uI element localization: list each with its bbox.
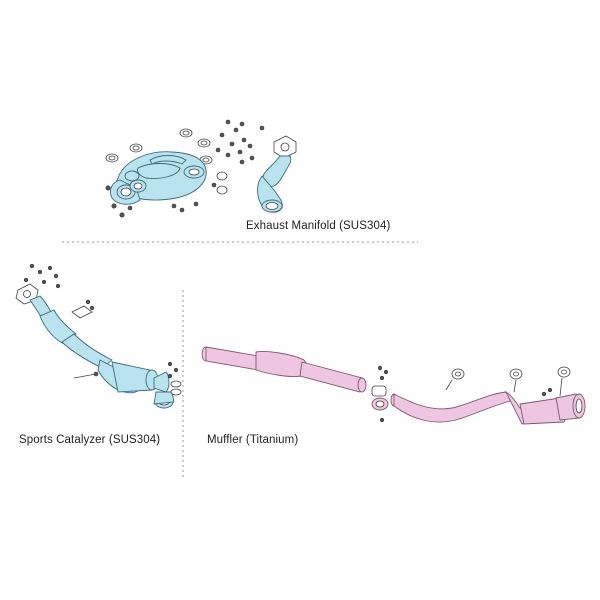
catalyzer-pipe-part xyxy=(15,283,175,409)
manifold-label: Exhaust Manifold (SUS304) xyxy=(246,220,391,232)
muffler-part xyxy=(390,390,586,425)
muffler-hangers xyxy=(445,366,571,397)
sports-catalyzer-group xyxy=(15,263,182,409)
mid-pipe-part xyxy=(201,346,367,393)
manifold-gaskets xyxy=(105,128,213,165)
catalyzer-label: Sports Catalyzer (SUS304) xyxy=(19,434,161,446)
front-pipe-part xyxy=(257,135,297,213)
manifold-fasteners xyxy=(105,119,265,218)
exhaust-manifold-group xyxy=(105,119,297,218)
muffler-group xyxy=(201,346,586,425)
catalyzer-sensor-bung xyxy=(71,299,99,379)
muffler-label: Muffler (Titanium) xyxy=(207,434,299,446)
manifold-part xyxy=(109,151,207,205)
mid-pipe-hardware xyxy=(371,365,389,423)
catalyzer-fasteners-top xyxy=(23,263,61,289)
catalyzer-fasteners-bottom xyxy=(167,361,182,396)
